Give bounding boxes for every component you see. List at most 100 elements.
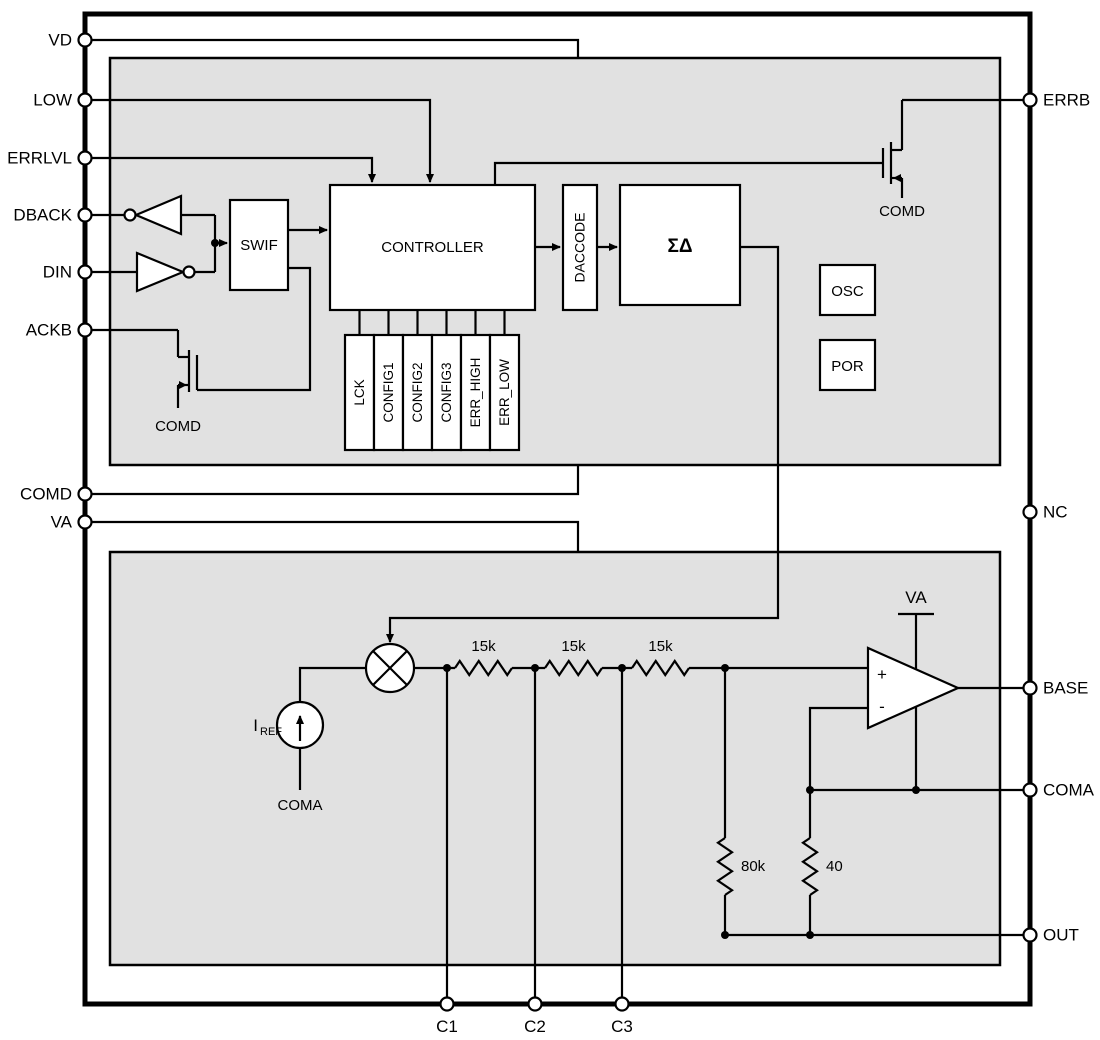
junction-dot xyxy=(806,931,814,939)
mosfet-arrow-icon xyxy=(179,381,187,389)
junction-dot xyxy=(721,931,729,939)
register-label-lck: LCK xyxy=(352,379,367,405)
por-box xyxy=(818,338,877,392)
wire-errlvl xyxy=(92,156,376,183)
pin-c2 xyxy=(527,996,543,1012)
wire-vd xyxy=(92,38,580,58)
mosfet-source-label: COMD xyxy=(879,203,925,220)
analog-section xyxy=(108,550,1002,967)
opamp-supply-label: VA xyxy=(905,588,927,607)
daccode-label: DACCODE xyxy=(572,212,588,282)
pin-label-low: LOW xyxy=(33,91,72,110)
resistor-80k-icon xyxy=(716,837,734,896)
junction-dots xyxy=(211,239,920,939)
junction-dot xyxy=(618,664,626,672)
register-label-err-low: ERR_LOW xyxy=(497,359,512,426)
pin-label-ackb: ACKB xyxy=(26,321,72,340)
inverter-dback-icon xyxy=(123,194,183,236)
pin-label-din: DIN xyxy=(43,263,72,282)
block-controller: CONTROLLER xyxy=(328,183,537,312)
junction-dot xyxy=(531,664,539,672)
wire-low xyxy=(92,98,434,183)
pin-c1 xyxy=(439,996,455,1012)
register-box-config3 xyxy=(430,333,463,452)
junction-dot xyxy=(721,664,729,672)
resistor-label-80k: 80k xyxy=(741,858,766,875)
block-sigma-delta: ΣΔ xyxy=(618,183,742,307)
pin-vd xyxy=(77,32,93,48)
register-label-config3: CONFIG3 xyxy=(439,362,454,422)
sigma-delta-box xyxy=(618,183,742,307)
opamp-triangle xyxy=(866,646,961,730)
register-boxes: LCK CONFIG1 CONFIG2 CONFIG3 ERR_HIGH ERR… xyxy=(343,333,521,452)
buffer-triangle-icon xyxy=(135,251,186,293)
mosfet-ackb-icon: COMD xyxy=(155,330,201,435)
pin-comd xyxy=(77,486,93,502)
block-daccode: DACCODE xyxy=(561,183,599,312)
por-label: POR xyxy=(831,358,864,375)
osc-box xyxy=(818,263,877,317)
osc-label: OSC xyxy=(831,283,864,300)
pin-label-errb: ERRB xyxy=(1043,91,1090,110)
wire-controller-errb-gate xyxy=(493,161,883,185)
resistor-15k-1-icon xyxy=(454,659,513,677)
inverter-bubble-icon xyxy=(123,208,137,222)
register-box-config1 xyxy=(372,333,405,452)
pin-label-base: BASE xyxy=(1043,679,1088,698)
wire-va-pin xyxy=(92,520,580,552)
junction-dot xyxy=(806,786,814,794)
register-label-config2: CONFIG2 xyxy=(410,362,425,422)
resistor-label-40: 40 xyxy=(826,858,843,875)
pin-coma xyxy=(1022,782,1038,798)
block-osc: OSC xyxy=(818,263,877,317)
junction-dot xyxy=(211,239,219,247)
current-source-icon: I REF COMA xyxy=(253,700,325,814)
pin-label-errlvl: ERRLVL xyxy=(7,149,72,168)
mosfet-arrow-icon xyxy=(893,174,901,182)
pin-label-nc: NC xyxy=(1043,503,1068,522)
pin-dback xyxy=(77,207,93,223)
coma-reference-label: COMA xyxy=(278,797,323,814)
opamp-plus-label: + xyxy=(877,665,887,684)
multiplier-x-2 xyxy=(372,650,408,686)
resistor-15k-2-icon xyxy=(544,659,603,677)
sigma-delta-label: ΣΔ xyxy=(667,236,692,257)
pin-label-vd: VD xyxy=(48,31,72,50)
pin-label-comd: COMD xyxy=(20,485,72,504)
controller-box xyxy=(328,183,537,312)
resistor-label-15k-3: 15k xyxy=(648,638,673,655)
inverter-din-icon xyxy=(135,251,196,293)
pin-errlvl xyxy=(77,150,93,166)
swif-label: SWIF xyxy=(240,237,278,254)
wire-iref-multiplier xyxy=(298,666,366,702)
buffer-triangle-icon xyxy=(133,194,183,236)
wires xyxy=(92,38,1023,997)
pin-nc xyxy=(1022,504,1038,520)
pin-ackb xyxy=(77,322,93,338)
pin-label-coma: COMA xyxy=(1043,781,1095,800)
pin-va xyxy=(77,514,93,530)
pin-c3 xyxy=(614,996,630,1012)
block-swif: SWIF xyxy=(228,198,290,292)
resistor-40-icon xyxy=(801,837,819,896)
block-por: POR xyxy=(818,338,877,392)
resistor-labels: 15k 15k 15k 80k 40 xyxy=(471,638,842,875)
opamp-minus-label: - xyxy=(879,697,885,716)
wire-sigmadelta-multiplier xyxy=(386,245,780,643)
register-label-config1: CONFIG1 xyxy=(381,362,396,422)
pin-out xyxy=(1022,927,1038,943)
wire-comd-pin xyxy=(92,465,580,496)
pins-right: ERRB NC BASE COMA OUT xyxy=(1022,91,1095,945)
junction-dot xyxy=(443,664,451,672)
mosfet-source-label: COMD xyxy=(155,418,201,435)
multiplier-icon xyxy=(364,642,416,694)
resistor-label-15k-2: 15k xyxy=(561,638,586,655)
pin-label-out: OUT xyxy=(1043,926,1079,945)
resistor-15k-3-icon xyxy=(631,659,690,677)
controller-label: CONTROLLER xyxy=(381,239,484,256)
pin-label-dback: DBACK xyxy=(13,206,72,225)
iref-label: I xyxy=(253,716,258,735)
pins-left: VD LOW ERRLVL DBACK DIN ACKB COMD VA xyxy=(7,31,93,532)
